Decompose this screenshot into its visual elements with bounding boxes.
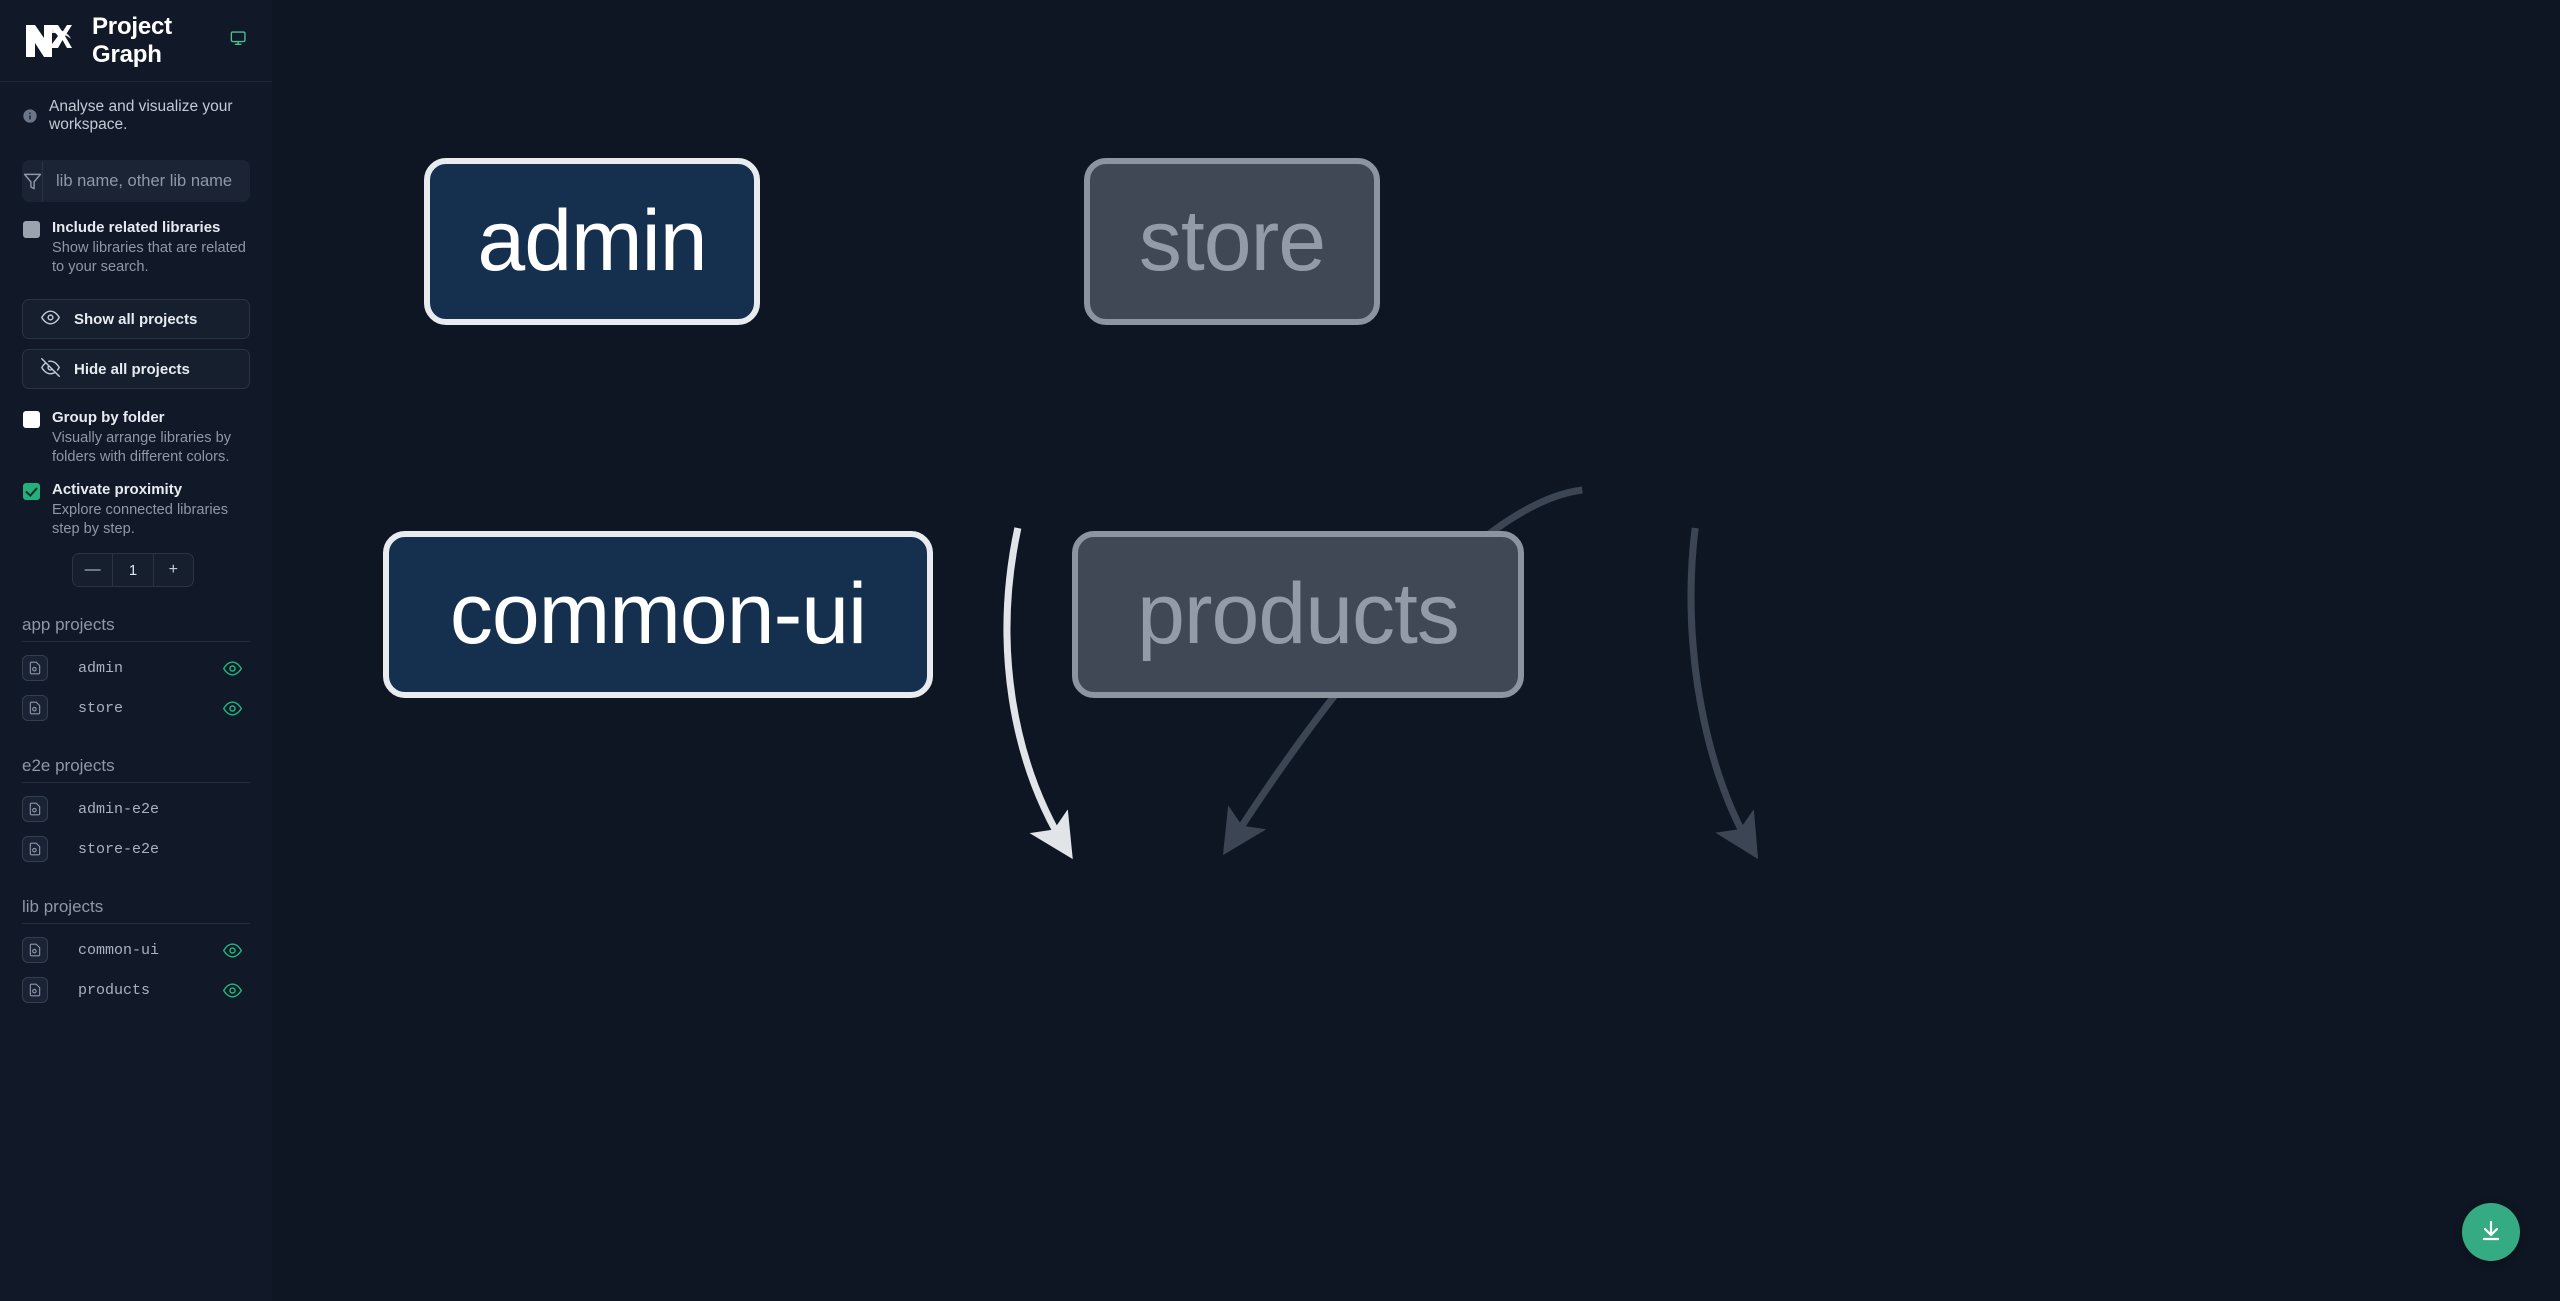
option-description: Visually arrange libraries by folders wi… <box>52 430 231 465</box>
tagline-text: Analyse and visualize your workspace. <box>49 98 233 133</box>
project-row-products[interactable]: products <box>22 970 250 1010</box>
option-activate-proximity[interactable]: Activate proximity Explore connected lib… <box>22 481 250 539</box>
project-section-heading: e2e projects <box>22 756 250 783</box>
project-section-heading: app projects <box>22 615 250 642</box>
eye-off-icon <box>41 357 60 381</box>
project-section-heading: lib projects <box>22 897 250 924</box>
sidebar-header: Project Graph <box>0 0 272 82</box>
graph-node-common-ui[interactable]: common-ui <box>383 531 933 698</box>
project-section: e2e projects admin-e2e store-e2e <box>22 756 250 869</box>
eye-icon <box>41 308 60 331</box>
project-name: store <box>78 699 124 717</box>
project-file-icon <box>22 655 48 681</box>
edge-store-products <box>1687 527 1759 860</box>
project-file-icon <box>22 836 48 862</box>
graph-node-label: products <box>1137 566 1460 662</box>
project-name: common-ui <box>78 941 160 959</box>
graph-node-admin[interactable]: admin <box>424 158 760 325</box>
project-row-store-e2e[interactable]: store-e2e <box>22 829 250 869</box>
checkbox-include-related-libraries[interactable] <box>23 221 40 238</box>
proximity-stepper[interactable]: — 1 + <box>72 553 194 587</box>
hide-all-projects-button[interactable]: Hide all projects <box>22 349 250 389</box>
option-description: Show libraries that are related to your … <box>52 240 246 275</box>
project-name: admin-e2e <box>78 800 160 818</box>
project-row-store[interactable]: store <box>22 688 250 728</box>
option-label: Group by folder <box>52 409 165 426</box>
checkbox-group-by-folder[interactable] <box>23 411 40 428</box>
project-section: app projects admin store <box>22 615 250 728</box>
graph-node-label: admin <box>477 193 707 289</box>
download-icon <box>2479 1219 2503 1246</box>
project-row-admin[interactable]: admin <box>22 648 250 688</box>
monitor-icon[interactable] <box>230 30 246 52</box>
graph-node-label: common-ui <box>449 566 867 662</box>
tagline: Analyse and visualize your workspace. <box>0 82 272 144</box>
option-include-related-libraries[interactable]: Include related libraries Show libraries… <box>22 219 250 277</box>
project-file-icon <box>22 937 48 963</box>
graph-node-store[interactable]: store <box>1084 158 1380 325</box>
search-field[interactable] <box>22 160 250 202</box>
project-file-icon <box>22 695 48 721</box>
project-file-icon <box>22 796 48 822</box>
checkbox-activate-proximity[interactable] <box>23 483 40 500</box>
filter-icon-box <box>23 161 43 201</box>
option-group-by-folder[interactable]: Group by folder Visually arrange librari… <box>22 409 250 467</box>
proximity-value: 1 <box>112 554 152 586</box>
option-label: Include related libraries <box>52 219 221 236</box>
sidebar-body: Include related libraries Show libraries… <box>0 144 272 1010</box>
project-visibility-eye-icon[interactable] <box>223 699 242 718</box>
project-visibility-eye-icon[interactable] <box>223 981 242 1000</box>
show-all-projects-button[interactable]: Show all projects <box>22 299 250 339</box>
filter-icon <box>23 172 42 191</box>
info-icon <box>22 108 38 124</box>
project-row-common-ui[interactable]: common-ui <box>22 930 250 970</box>
project-visibility-eye-icon[interactable] <box>223 659 242 678</box>
graph-canvas[interactable]: admin store common-ui products <box>272 0 2560 1301</box>
page-title: Project Graph <box>92 12 172 68</box>
download-button[interactable] <box>2462 1203 2520 1261</box>
proximity-decrement-button[interactable]: — <box>84 561 101 578</box>
show-all-projects-label: Show all projects <box>74 310 198 328</box>
graph-node-products[interactable]: products <box>1072 531 1524 698</box>
project-file-icon <box>22 977 48 1003</box>
hide-all-projects-label: Hide all projects <box>74 360 190 378</box>
project-visibility-eye-icon[interactable] <box>223 941 242 960</box>
sidebar: Project Graph Analyse and visualize your… <box>0 0 272 1301</box>
search-input[interactable] <box>43 161 249 201</box>
option-label: Activate proximity <box>52 481 183 498</box>
project-name: admin <box>78 659 124 677</box>
project-list: app projects admin store e2e projects admin-… <box>22 615 250 1010</box>
option-description: Explore connected libraries step by step… <box>52 502 229 537</box>
project-row-admin-e2e[interactable]: admin-e2e <box>22 789 250 829</box>
graph-node-label: store <box>1138 193 1326 289</box>
project-name: store-e2e <box>78 840 160 858</box>
project-name: products <box>78 981 151 999</box>
visibility-buttons: Show all projects Hide all projects <box>22 299 250 389</box>
edge-admin-common-ui <box>1003 527 1073 860</box>
project-section: lib projects common-ui products <box>22 897 250 1010</box>
nx-logo-icon <box>26 21 72 61</box>
proximity-increment-button[interactable]: + <box>152 554 193 586</box>
